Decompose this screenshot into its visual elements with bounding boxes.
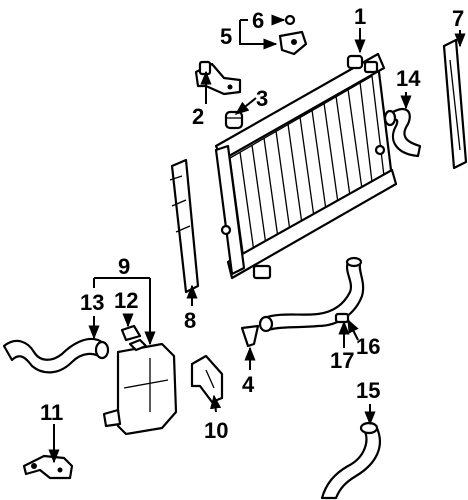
callout-10: 10: [204, 418, 228, 443]
callout-9: 9: [118, 254, 130, 279]
reservoir-cap: [120, 324, 142, 342]
upper-radiator-hose: [383, 107, 422, 158]
callout-4: 4: [242, 372, 255, 397]
callout-8: 8: [184, 308, 196, 333]
callout-1: 1: [354, 4, 366, 29]
left-side-seal: [169, 158, 200, 294]
callout-5: 5: [220, 24, 232, 49]
callout-2: 2: [192, 104, 204, 129]
callout-17: 17: [330, 348, 354, 373]
callout-6: 6: [252, 8, 264, 33]
callout-15: 15: [356, 378, 380, 403]
callout-12: 12: [114, 288, 138, 313]
upper-mount-bracket: [194, 60, 242, 96]
lower-radiator-hose: [258, 256, 365, 333]
callout-3: 3: [256, 86, 268, 111]
coolant-reservoir: [102, 338, 178, 436]
lower-bracket: [22, 454, 74, 480]
callout-11: 11: [40, 400, 63, 425]
upper-clamp: [278, 14, 308, 56]
leader-lines: [48, 14, 466, 464]
bushing: [224, 110, 244, 130]
grommet: [240, 324, 260, 348]
callout-14: 14: [396, 66, 421, 91]
callout-7: 7: [452, 6, 464, 31]
reservoir-bracket: [190, 354, 224, 404]
reservoir-hose: [2, 337, 110, 374]
callout-13: 13: [80, 290, 104, 315]
right-side-seal: [442, 38, 468, 170]
radiator: [214, 52, 398, 280]
callout-16: 16: [356, 334, 380, 359]
bypass-hose: [320, 421, 381, 500]
